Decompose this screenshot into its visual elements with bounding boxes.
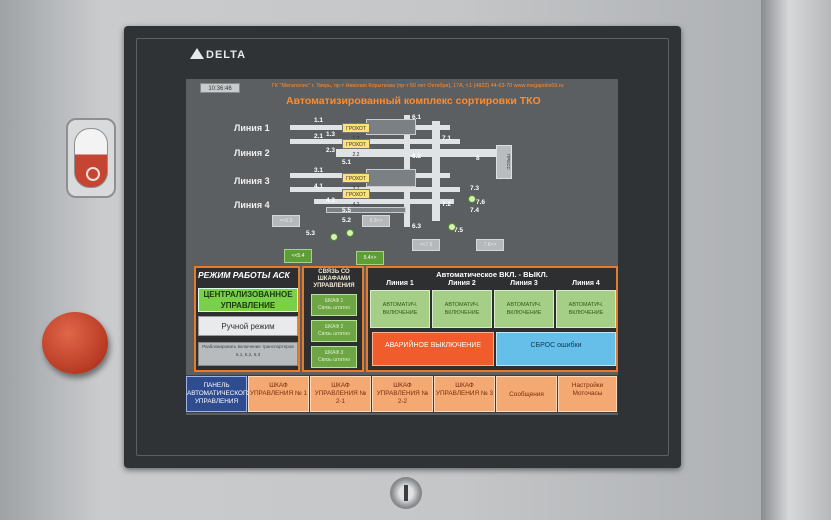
- point-7-3: 7.3: [470, 185, 480, 192]
- manual-mode-button[interactable]: Ручной режим: [198, 316, 298, 336]
- auto-on-button-line-4[interactable]: АВТОМАТИЧ. ВКЛЮЧЕНИЕ: [556, 290, 616, 328]
- unlock-conveyors-button[interactable]: Разблокировать включение транспортеров 6…: [198, 342, 298, 366]
- reset-error-button[interactable]: СБРОС ошибки: [496, 332, 616, 366]
- motor-7-6[interactable]: [468, 195, 476, 203]
- tag-5-4-right[interactable]: 5.4>>: [356, 251, 384, 265]
- conveyor-line-3b: [290, 187, 460, 192]
- point-5-5: 5.5: [342, 207, 352, 214]
- tab-cabinet-2-1[interactable]: ШКАФ УПРАВЛЕНИЯ № 2-1: [310, 376, 371, 412]
- delta-triangle-icon: [190, 48, 204, 59]
- tag-6-3-left[interactable]: <<6.3: [272, 215, 300, 227]
- sorting-bin-3: [366, 169, 416, 187]
- link-cabinet-status: Связь штатно: [318, 357, 350, 363]
- point-1-1: 1.1: [314, 117, 324, 124]
- grokhot-3-2[interactable]: ГРОХОТ 3.2: [342, 173, 370, 192]
- point-6-1: 6.1: [412, 114, 422, 121]
- point-8: 8: [476, 155, 480, 162]
- auto-line-label-3: Линия 3: [510, 280, 538, 287]
- point-3-1: 3.1: [314, 167, 324, 174]
- point-5-2: 5.2: [342, 217, 352, 224]
- collector-belt: [326, 207, 406, 213]
- line-label-1: Линия 1: [234, 123, 270, 133]
- point-7-5: 7.5: [454, 227, 464, 234]
- point-6-3: 6.3: [412, 223, 422, 230]
- point-6-2: 6.2: [412, 153, 422, 160]
- screen-title: Автоматизированный комплекс сортировки Т…: [286, 95, 541, 107]
- clock-display: 10:36:46: [200, 83, 240, 93]
- point-7-2: 7.2: [442, 201, 452, 208]
- start-pushbutton[interactable]: [66, 118, 116, 198]
- company-banner: ГК "Мегаполис" г. Тверь, пр-т Николая Ко…: [272, 83, 564, 89]
- auto-control-panel: Автоматическое ВКЛ. - ВЫКЛ. Линия 1 Лини…: [366, 266, 618, 372]
- motor-7-5[interactable]: [448, 223, 456, 231]
- conveyor-line-4: [314, 199, 454, 204]
- auto-line-label-2: Линия 2: [448, 280, 476, 287]
- link-status-cabinet-1: ШКАФ 1 Связь штатно: [311, 294, 357, 316]
- door-lock[interactable]: [390, 477, 422, 509]
- power-ring-icon: [86, 167, 100, 181]
- tab-auto-control-panel[interactable]: ПАНЕЛЬ АВТОМАТИЧЕСКОГО УПРАВЛЕНИЯ: [186, 376, 251, 412]
- link-cabinet-name: ШКАФ 1: [324, 298, 344, 304]
- motor-5-2[interactable]: [346, 229, 354, 237]
- grokhot-1-2[interactable]: ГРОХОТ 1.2: [342, 123, 370, 142]
- key-slot: [404, 485, 408, 501]
- point-7-6: 7.6: [476, 199, 486, 206]
- point-7-1: 7.1: [442, 135, 452, 142]
- point-5-3: 5.3: [306, 230, 316, 237]
- hmi-screen: 10:36:46 ГК "Мегаполис" г. Тверь, пр-т Н…: [186, 79, 618, 415]
- line-label-4: Линия 4: [234, 200, 270, 210]
- tag-5-3-right[interactable]: 5.3>>: [362, 215, 390, 227]
- auto-on-button-line-2[interactable]: АВТОМАТИЧ. ВКЛЮЧЕНИЕ: [432, 290, 492, 328]
- mode-panel-title: РЕЖИМ РАБОТЫ АСК: [198, 270, 290, 280]
- link-status-cabinet-3: ШКАФ 3 Связь штатно: [311, 346, 357, 368]
- point-4-1: 4.1: [314, 183, 324, 190]
- point-4-3: 4.3: [326, 197, 336, 204]
- tab-messages[interactable]: Сообщения: [496, 376, 557, 412]
- point-2-3: 2.3: [326, 147, 336, 154]
- tab-cabinet-3[interactable]: ШКАФ УПРАВЛЕНИЯ № 3: [434, 376, 495, 412]
- mode-panel: РЕЖИМ РАБОТЫ АСК ЦЕНТРАЛИЗОВАННОЕ УПРАВЛ…: [194, 266, 300, 372]
- press-unit: ПРЕСС: [496, 145, 512, 179]
- conveyor-vertical-7: [432, 121, 440, 221]
- motor-5-3[interactable]: [330, 233, 338, 241]
- tab-settings-hours[interactable]: Настройки Моточасы: [558, 376, 617, 412]
- conveyor-line-1b: [290, 139, 460, 144]
- sorting-bin-1: [366, 119, 416, 135]
- centralized-control-button[interactable]: ЦЕНТРАЛИЗОВАННОЕ УПРАВЛЕНИЕ: [198, 288, 298, 312]
- tab-cabinet-2-2[interactable]: ШКАФ УПРАВЛЕНИЯ № 2-2: [372, 376, 433, 412]
- point-2-1: 2.1: [314, 133, 324, 140]
- tag-5-4-left[interactable]: <<5.4: [284, 249, 312, 263]
- cabinet-link-panel: СВЯЗЬ СО ШКАФАМИ УПРАВЛЕНИЯ ШКАФ 1 Связь…: [302, 266, 364, 372]
- emergency-shutdown-button[interactable]: АВАРИЙНОЕ ВЫКЛЮЧЕНИЕ: [372, 332, 494, 366]
- line-label-3: Линия 3: [234, 176, 270, 186]
- auto-on-button-line-3[interactable]: АВТОМАТИЧ. ВКЛЮЧЕНИЕ: [494, 290, 554, 328]
- point-7-4: 7.4: [470, 207, 480, 214]
- auto-panel-title: Автоматическое ВКЛ. - ВЫКЛ.: [436, 270, 548, 279]
- conveyor-main: [336, 149, 496, 157]
- navigation-tab-bar: ПАНЕЛЬ АВТОМАТИЧЕСКОГО УПРАВЛЕНИЯ ШКАФ У…: [186, 375, 618, 413]
- brand-logo: DELTA: [190, 48, 260, 66]
- grokhot-2-2[interactable]: ГРОХОТ 2.2: [342, 139, 370, 158]
- auto-line-label-1: Линия 1: [386, 280, 414, 287]
- link-cabinet-name: ШКАФ 3: [324, 350, 344, 356]
- auto-on-button-line-1[interactable]: АВТОМАТИЧ. ВКЛЮЧЕНИЕ: [370, 290, 430, 328]
- auto-line-label-4: Линия 4: [572, 280, 600, 287]
- hmi-frame: [136, 38, 669, 456]
- point-1-3: 1.3: [326, 131, 336, 138]
- link-cabinet-name: ШКАФ 2: [324, 324, 344, 330]
- cabinet-door-edge: [761, 0, 831, 520]
- tab-cabinet-1[interactable]: ШКАФ УПРАВЛЕНИЯ № 1: [248, 376, 309, 412]
- point-5-1: 5.1: [342, 159, 352, 166]
- line-label-2: Линия 2: [234, 148, 270, 158]
- brand-name: DELTA: [206, 49, 247, 61]
- tag-7-5-left[interactable]: <<7.5: [412, 239, 440, 251]
- link-panel-title: СВЯЗЬ СО ШКАФАМИ УПРАВЛЕНИЯ: [313, 269, 355, 289]
- pushbutton-cap[interactable]: [74, 128, 108, 188]
- grokhot-4-2[interactable]: ГРОХОТ 4.2: [342, 189, 370, 208]
- link-status-cabinet-2: ШКАФ 2 Связь штатно: [311, 320, 357, 342]
- emergency-stop-button[interactable]: [42, 312, 108, 374]
- link-cabinet-status: Связь штатно: [318, 305, 350, 311]
- link-cabinet-status: Связь штатно: [318, 331, 350, 337]
- tag-7-6-right[interactable]: 7.6>>: [476, 239, 504, 251]
